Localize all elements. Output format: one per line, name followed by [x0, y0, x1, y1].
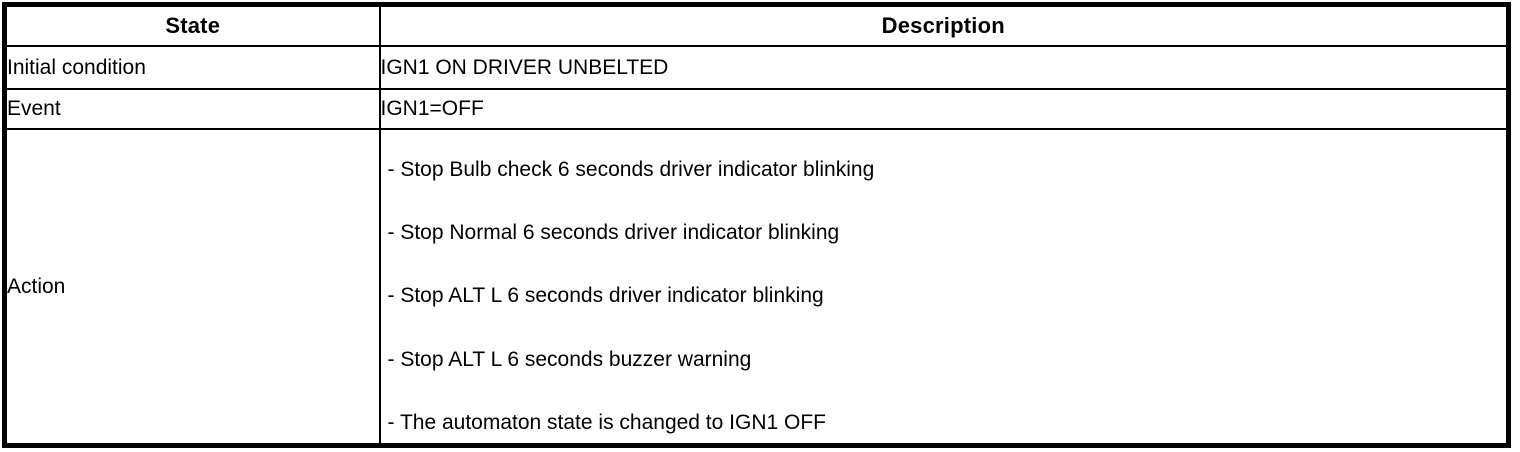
state-cell-action: Action	[3, 128, 381, 447]
action-item: - Stop Bulb check 6 seconds driver indic…	[387, 158, 875, 181]
action-item: - Stop ALT L 6 seconds buzzer warning	[387, 347, 752, 371]
header-cell-state: State	[3, 3, 381, 47]
description-cell-initial-condition: IGN1 ON DRIVER UNBELTED	[378, 45, 1510, 90]
action-item: - The automaton state is changed to IGN1…	[387, 410, 827, 434]
description-cell-event: IGN1=OFF	[378, 88, 1510, 130]
action-item: - Stop ALT L 6 seconds driver indicator …	[387, 284, 824, 308]
table-row-initial-condition: Initial condition IGN1 ON DRIVER UNBELTE…	[3, 45, 1510, 90]
table-row-action: Action - Stop Bulb check 6 seconds drive…	[3, 128, 1510, 447]
description-cell-action: - Stop Bulb check 6 seconds driver indic…	[378, 128, 1510, 447]
state-cell-event: Event	[3, 88, 381, 130]
table-header-row: State Description	[3, 3, 1510, 47]
action-item: - Stop Normal 6 seconds driver indicator…	[387, 221, 840, 245]
state-cell-initial-condition: Initial condition	[3, 45, 381, 90]
table-row-event: Event IGN1=OFF	[3, 88, 1510, 130]
header-cell-description: Description	[378, 3, 1510, 47]
state-description-table: State Description Initial condition IGN1…	[2, 2, 1511, 448]
action-list: - Stop Bulb check 6 seconds driver indic…	[382, 157, 1507, 435]
